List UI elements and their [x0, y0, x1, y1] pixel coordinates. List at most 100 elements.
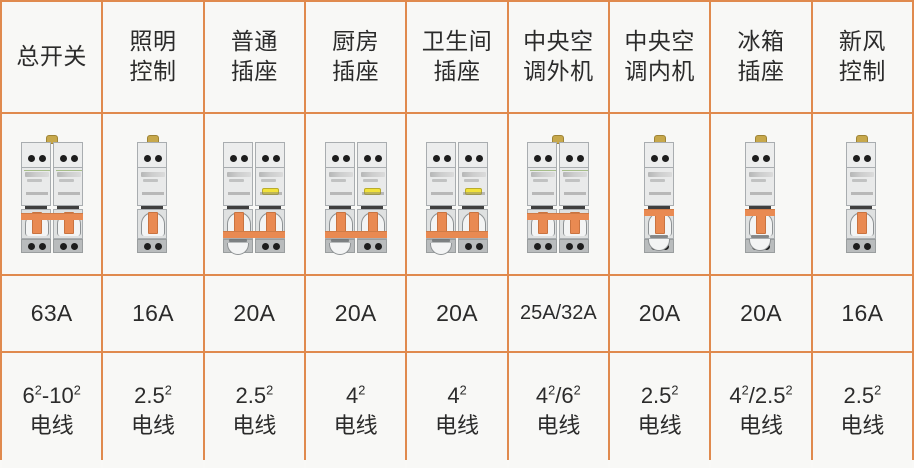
test-button[interactable] [262, 188, 280, 195]
device-1-pole-mcb [136, 135, 169, 253]
rcd-vent-slot [330, 239, 349, 242]
circuit-name-kitchen-socket: 厨房插座 [332, 27, 379, 87]
wire-cell-bathroom-socket: 42 电线 [407, 353, 507, 468]
terminal-screw-icon [273, 243, 281, 250]
terminal-screw-icon [38, 155, 46, 162]
terminal-screw-icon [762, 155, 770, 162]
terminal-screw-icon [661, 155, 669, 162]
breaker-seam [850, 206, 873, 209]
breaker-toggle-lever[interactable] [147, 212, 158, 234]
terminal-screw-icon [864, 155, 872, 162]
breaker-seam [360, 206, 383, 209]
header-line: 插座 [433, 58, 481, 84]
amperage-cell-general-socket: 20A [204, 276, 304, 351]
wire-gauge-value: 42 [447, 383, 467, 409]
breaker-seam [429, 206, 452, 209]
breaker-seam [328, 206, 351, 209]
breaker-top-cap [457, 142, 488, 168]
device-2-pole-rcbo [223, 135, 286, 255]
breaker-top-cap [20, 142, 51, 168]
terminal-screw-icon [241, 155, 249, 162]
wire-cell-lighting-control: 2.52 电线 [103, 353, 203, 468]
rating-label [141, 192, 164, 195]
header-line: 总开关 [16, 43, 87, 70]
breaker-top-cap [425, 142, 456, 168]
breaker-top-cap [255, 142, 286, 168]
header-line: 控制 [838, 58, 886, 84]
wire-gauge-value: 42/2.52 [729, 383, 793, 409]
wire-unit-label: 电线 [434, 412, 479, 438]
wire-unit-label: 电线 [130, 412, 175, 438]
test-button[interactable] [363, 188, 381, 195]
rating-label [260, 192, 283, 195]
breaker-toggle-lever[interactable] [538, 212, 549, 234]
breaker-body [559, 168, 590, 206]
terminal-screw-icon [853, 243, 861, 250]
breaker-pole [559, 135, 590, 253]
brand-subtext [463, 179, 479, 182]
breaker-foot [559, 239, 590, 253]
header-cell-fresh-air-control: 新风控制 [812, 2, 912, 112]
wire-unit-label: 电线 [29, 412, 74, 438]
breaker-toggle-lever[interactable] [857, 212, 868, 234]
breaker-image-cell-general-socket [204, 114, 304, 274]
schneider-logo-icon [531, 172, 556, 177]
breaker-top-cap [643, 142, 674, 168]
terminal-screw-icon [59, 243, 67, 250]
header-line: 调内机 [624, 58, 695, 84]
schneider-logo-icon [259, 172, 284, 177]
terminal-screw-icon [374, 155, 382, 162]
wire-gauge-value: 2.52 [134, 383, 172, 409]
breaker-toggle-lever[interactable] [31, 212, 42, 234]
amperage-value-central-ac-indoor: 20A [638, 300, 681, 326]
breaker-body [425, 168, 456, 206]
amperage-cell-central-ac-indoor: 20A [610, 276, 710, 351]
breaker-body [744, 168, 775, 206]
breaker-toggle-lever[interactable] [63, 212, 74, 234]
breaker-body [223, 168, 254, 206]
green-stripe [562, 170, 589, 171]
breaker-pole [255, 135, 286, 253]
amperage-value-main-switch: 63A [30, 300, 73, 326]
amperage-cell-kitchen-socket: 20A [306, 276, 406, 351]
header-cell-central-ac-outdoor: 中央空调外机 [508, 2, 608, 112]
breaker-foot [52, 239, 83, 253]
test-button[interactable] [464, 188, 482, 195]
device-2-pole-mcb [527, 135, 590, 253]
terminal-screw-icon [70, 155, 78, 162]
breaker-foot [846, 239, 877, 253]
circuit-name-fresh-air-control: 新风控制 [839, 27, 886, 87]
breaker-toggle-lever[interactable] [570, 212, 581, 234]
header-line: 中央空 [624, 28, 695, 55]
breaker-image-cell-main-switch [2, 114, 102, 274]
rcd-handle-arc [227, 243, 250, 255]
breaker-pole [52, 135, 83, 253]
rcd-vent-slot [431, 239, 450, 242]
amperage-cell-lighting-control: 16A [103, 276, 203, 351]
breaker-seam [531, 206, 554, 209]
lever-link-bar [643, 209, 674, 216]
breaker-body [356, 168, 387, 206]
rcd-vent-slot [649, 235, 668, 238]
header-line: 冰箱 [737, 28, 785, 55]
schneider-logo-icon [56, 172, 81, 177]
schneider-logo-icon [850, 172, 875, 177]
device-2-pole-rcbo [425, 135, 488, 255]
breaker-top-cap [52, 142, 83, 168]
rating-label [329, 192, 352, 195]
breaker-lever-housing [136, 209, 167, 239]
terminal-screw-icon [27, 155, 35, 162]
breaker-body [20, 168, 51, 206]
rating-label [648, 192, 671, 195]
circuit-name-central-ac-indoor: 中央空调内机 [624, 27, 695, 87]
breaker-image-cell-lighting-control [103, 114, 203, 274]
breaker-pole [20, 135, 51, 253]
wire-unit-label: 电线 [333, 412, 378, 438]
lever-link-bar [324, 231, 387, 238]
wire-unit-label: 电线 [232, 412, 277, 438]
